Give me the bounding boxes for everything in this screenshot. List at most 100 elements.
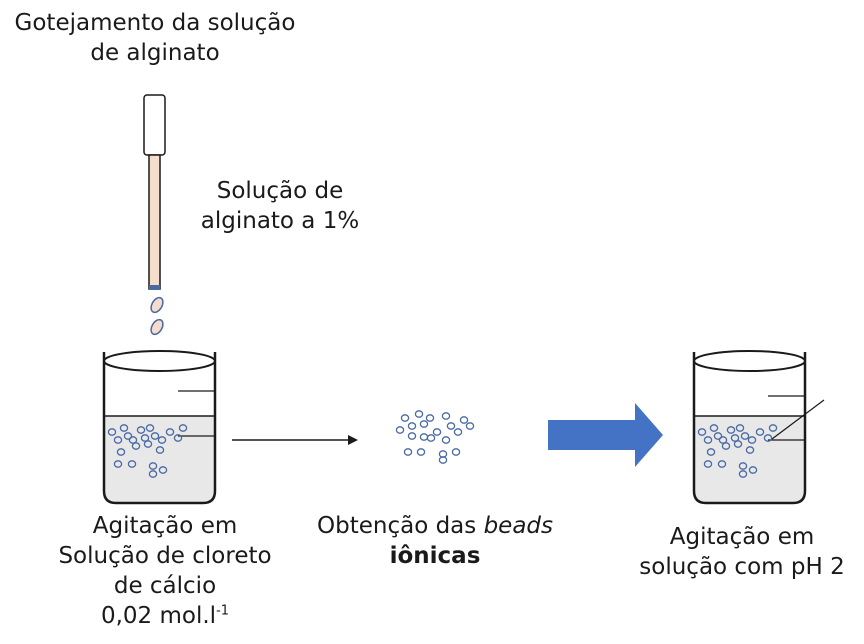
beaker-2-bead-8 [735, 424, 745, 432]
free-bead-8 [441, 412, 451, 420]
beaker-2-bead-14 [768, 424, 778, 432]
beads-label: Obtenção das beads iônicas [290, 511, 580, 571]
beaker-1-bead-22 [148, 470, 158, 478]
beaker1-label-line-4: 0,02 mol.l-1 [10, 601, 320, 631]
pipette-tube [148, 154, 161, 290]
beaker-1-bead-20 [148, 462, 158, 470]
beaker-1-beads [107, 424, 188, 478]
beaker-1-bead-8 [145, 424, 155, 432]
free-beads-cluster [395, 410, 475, 464]
beaker-1-bead-3 [119, 424, 129, 432]
beads-label-line-1: Obtenção das beads [290, 511, 580, 541]
beaker-2-bead-20 [738, 462, 748, 470]
pipette-label-line-1: Solução de [216, 178, 344, 204]
free-bead-17 [403, 448, 413, 456]
free-bead-15 [419, 433, 429, 441]
title-line-2: de alginato [90, 40, 220, 66]
beaker-2-bead-21 [748, 466, 758, 474]
big-arrow [548, 403, 663, 467]
pipette-tip [149, 285, 160, 290]
beaker-1 [102, 350, 217, 505]
free-bead-3 [414, 410, 424, 418]
beaker1-label: Agitação em Solução de cloreto de cálcio… [10, 511, 320, 631]
free-bead-5 [425, 414, 435, 422]
beaker-2-bead-16 [721, 442, 731, 450]
free-bead-12 [465, 422, 475, 430]
beaker-2-bead-12 [755, 428, 765, 436]
beaker-2-stirrer [771, 399, 825, 440]
free-bead-1 [400, 414, 410, 422]
beaker-2-bead-13 [763, 434, 773, 442]
beaker-1-bead-6 [136, 426, 146, 434]
free-bead-9 [446, 422, 456, 430]
beaker-1-glass [102, 352, 217, 505]
beaker2-label-line-2: solução com pH 2 [639, 554, 845, 580]
free-bead-21 [438, 456, 448, 464]
concentration-exponent: -1 [216, 603, 230, 619]
beaker-1-bead-19 [127, 460, 137, 468]
beaker-1-bead-21 [158, 466, 168, 474]
beaker-2-beads [697, 424, 778, 478]
beaker-1-bead-10 [150, 432, 160, 440]
free-bead-6 [432, 428, 442, 436]
beaker-1-bead-15 [116, 448, 126, 456]
title-label: Gotejamento da solução de alginato [0, 8, 310, 68]
beaker-1-bead-12 [165, 428, 175, 436]
pipette-label: Solução de alginato a 1% [190, 176, 370, 236]
free-bead-11 [459, 416, 469, 424]
beaker-2-bead-11 [747, 436, 757, 444]
beaker-1-bead-11 [157, 436, 167, 444]
beaker-2-bead-18 [703, 460, 713, 468]
thin-arrow-head [348, 435, 358, 445]
free-bead-2 [407, 422, 417, 430]
drop-2 [150, 318, 164, 336]
beaker-2-bead-22 [738, 470, 748, 478]
beaker-1-bead-9 [143, 440, 153, 448]
free-bead-18 [416, 448, 426, 456]
free-bead-14 [407, 432, 417, 440]
beaker-2-bead-6 [726, 426, 736, 434]
beaker-2-bead-15 [706, 448, 716, 456]
beaker2-label-line-1: Agitação em [669, 524, 815, 550]
pipette-bulb [143, 94, 166, 156]
free-bead-4 [419, 420, 429, 428]
title-line-1: Gotejamento da solução [14, 10, 296, 36]
beaker1-label-line-3: de cálcio [113, 573, 217, 599]
beaker-2 [692, 350, 825, 505]
pipette [143, 94, 166, 290]
concentration-value: 0,02 mol.l [100, 603, 217, 629]
beads-label-line-2: iônicas [290, 541, 580, 571]
beaker-2-bead-17 [745, 446, 755, 454]
beaker-1-bead-4 [123, 432, 133, 440]
beaker-2-bead-2 [703, 436, 713, 444]
beaker-2-rim [693, 350, 806, 372]
pipette-label-line-2: alginato a 1% [200, 208, 360, 234]
beaker-2-bead-1 [697, 428, 707, 436]
drop-1 [150, 296, 164, 314]
beaker-2-bead-19 [717, 460, 727, 468]
beaker-1-bead-17 [155, 446, 165, 454]
beaker-2-glass [692, 352, 807, 505]
beaker-1-bead-1 [107, 428, 117, 436]
beaker-1-bead-16 [131, 442, 141, 450]
free-bead-16 [441, 436, 451, 444]
free-bead-7 [426, 434, 436, 442]
free-bead-20 [451, 448, 461, 456]
free-bead-10 [453, 428, 463, 436]
beaker-2-bead-3 [709, 424, 719, 432]
free-bead-13 [395, 426, 405, 434]
beaker-1-bead-18 [113, 460, 123, 468]
beaker1-label-line-2: Solução de cloreto [58, 543, 272, 569]
beads-label-italic: beads [483, 513, 553, 539]
beaker-1-bead-2 [113, 436, 123, 444]
beaker1-label-line-1: Agitação em [92, 513, 238, 539]
beaker-2-bead-10 [740, 432, 750, 440]
beaker-2-bead-4 [713, 432, 723, 440]
beaker-2-bead-9 [733, 440, 743, 448]
beaker-1-bead-14 [178, 424, 188, 432]
beads-label-bold: iônicas [389, 543, 481, 569]
beaker-1-rim [103, 350, 216, 372]
beads-label-prefix: Obtenção das [317, 513, 484, 539]
beaker2-label: Agitação em solução com pH 2 [610, 522, 864, 582]
